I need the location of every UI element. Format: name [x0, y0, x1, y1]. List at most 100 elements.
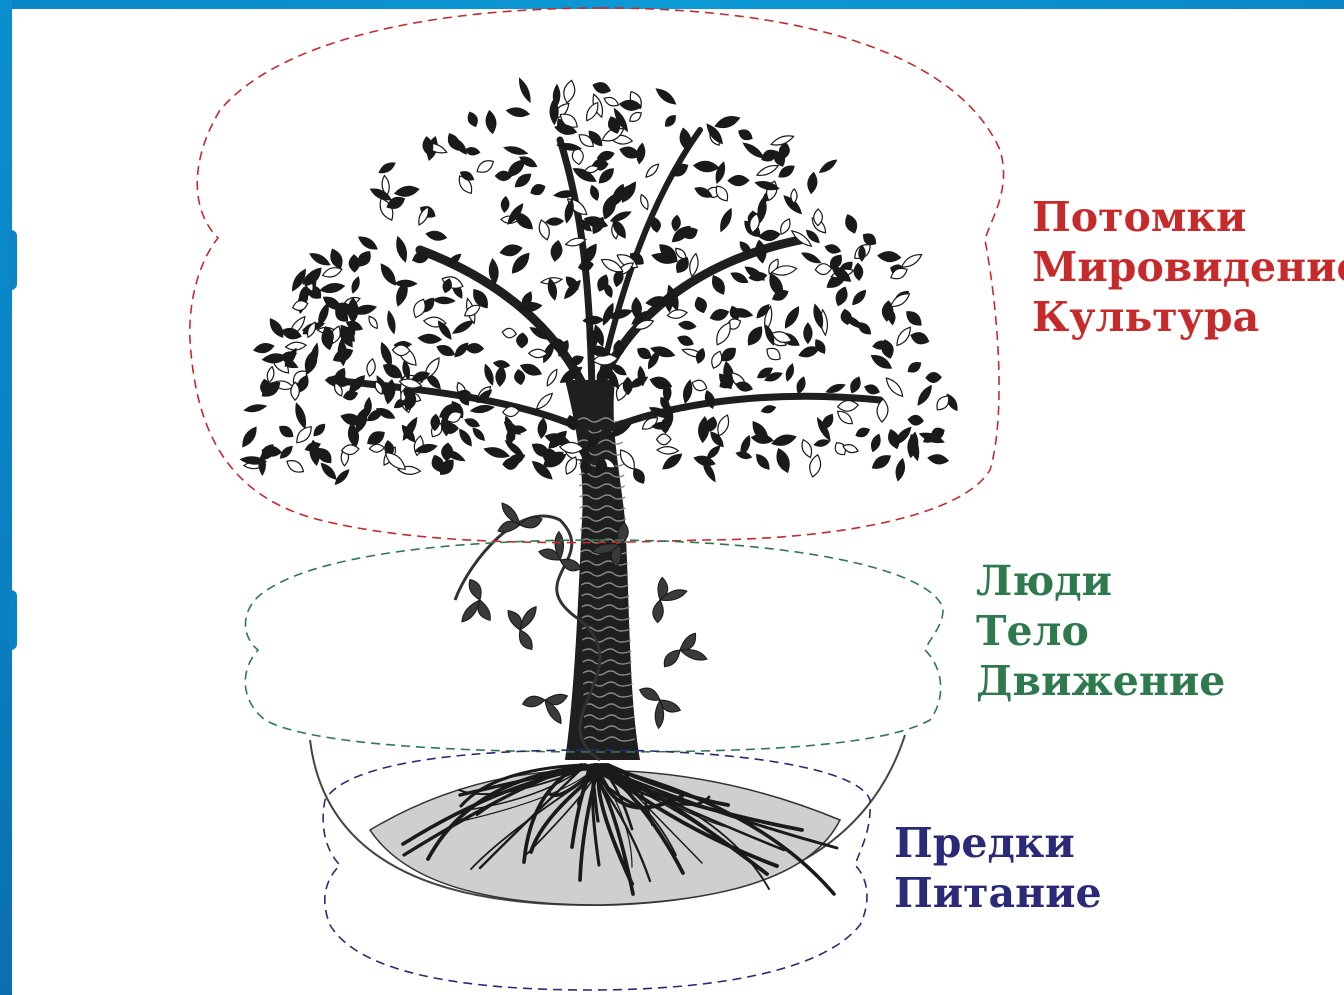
- leaf: [502, 327, 517, 338]
- leaf: [663, 113, 678, 129]
- leaf: [744, 324, 765, 348]
- leaf: [377, 160, 396, 175]
- leaf: [550, 240, 564, 262]
- leaf: [791, 189, 798, 204]
- leaf: [394, 185, 419, 199]
- leaf: [465, 343, 483, 353]
- leaf: [244, 403, 267, 413]
- leaf: [694, 347, 706, 364]
- label-mid-1: Люди: [976, 556, 1225, 606]
- leaf: [513, 369, 525, 385]
- vine-leaf: [507, 603, 547, 653]
- leaf: [742, 141, 766, 161]
- leaf: [894, 458, 906, 481]
- leaf: [778, 217, 793, 236]
- leaf: [657, 446, 679, 454]
- leaf: [350, 276, 361, 294]
- leaf: [894, 325, 914, 348]
- leaf: [900, 251, 924, 270]
- leaf: [693, 295, 709, 314]
- leaf: [657, 434, 672, 445]
- leaf: [319, 461, 339, 481]
- label-top-1: Потомки: [1032, 192, 1344, 242]
- label-bot-2: Питание: [894, 868, 1102, 918]
- leaf: [435, 343, 456, 359]
- leaf: [499, 243, 523, 258]
- leaf: [804, 323, 812, 343]
- label-group-middle: Люди Тело Движение: [976, 556, 1225, 706]
- label-top-2: Мировидение: [1032, 242, 1344, 292]
- leaf: [761, 404, 777, 414]
- leaf: [728, 175, 749, 185]
- leaf: [764, 345, 783, 363]
- leaf: [546, 218, 564, 226]
- leaf: [754, 452, 772, 472]
- leaf: [366, 358, 377, 377]
- leaf: [529, 182, 547, 197]
- leaf: [856, 320, 873, 337]
- vine-leaf: [521, 691, 567, 724]
- leaf: [759, 229, 781, 241]
- leaf: [357, 234, 379, 252]
- leaf: [678, 320, 696, 330]
- leaf: [603, 95, 621, 108]
- leaf: [848, 375, 863, 394]
- leaf: [589, 184, 601, 201]
- leaf: [516, 333, 528, 348]
- leaf: [870, 452, 893, 472]
- vine-leaf: [454, 577, 491, 626]
- leaf: [782, 305, 802, 330]
- vine-leaf: [645, 577, 688, 629]
- leaf: [709, 307, 730, 323]
- leaf: [754, 240, 767, 264]
- leaf: [690, 378, 708, 393]
- leaf: [869, 433, 882, 453]
- leaf: [470, 404, 494, 414]
- leaf: [433, 297, 454, 304]
- label-top-3: Культура: [1032, 292, 1344, 342]
- leaf: [517, 77, 533, 103]
- leaf: [909, 330, 930, 346]
- leaf: [926, 372, 942, 382]
- vine-leaf: [658, 632, 711, 680]
- leaf: [485, 110, 498, 134]
- leaf: [915, 384, 934, 407]
- leaf: [367, 315, 380, 331]
- leaf: [825, 382, 846, 395]
- leaf: [386, 311, 397, 334]
- leaf: [308, 251, 331, 268]
- leaf: [378, 341, 394, 367]
- leaf: [774, 447, 793, 474]
- leaf: [293, 402, 308, 429]
- leaf: [465, 147, 481, 156]
- leaf: [814, 438, 830, 447]
- leaf: [883, 375, 905, 399]
- vine-leaf: [629, 680, 681, 731]
- leaf: [495, 366, 506, 387]
- leaf: [562, 79, 577, 104]
- leaf: [628, 110, 644, 124]
- leaf: [908, 415, 924, 426]
- leaf: [239, 425, 259, 449]
- leaf: [878, 251, 901, 263]
- leaf: [709, 273, 728, 296]
- leaf: [635, 143, 646, 164]
- leaf: [378, 262, 399, 287]
- leaf: [824, 243, 841, 255]
- leaf: [349, 255, 360, 272]
- leaf: [799, 438, 814, 459]
- leaf: [425, 230, 447, 242]
- vine-leaf: [498, 503, 542, 532]
- leaf: [807, 172, 818, 194]
- leaf: [267, 317, 286, 340]
- leaf: [843, 213, 860, 235]
- leaf: [928, 453, 949, 465]
- leaf: [854, 263, 864, 280]
- leaf: [737, 127, 755, 142]
- leaf: [534, 391, 555, 412]
- leaf: [312, 422, 328, 438]
- leaf: [718, 207, 735, 233]
- leaf: [284, 457, 306, 476]
- leaf: [578, 260, 594, 272]
